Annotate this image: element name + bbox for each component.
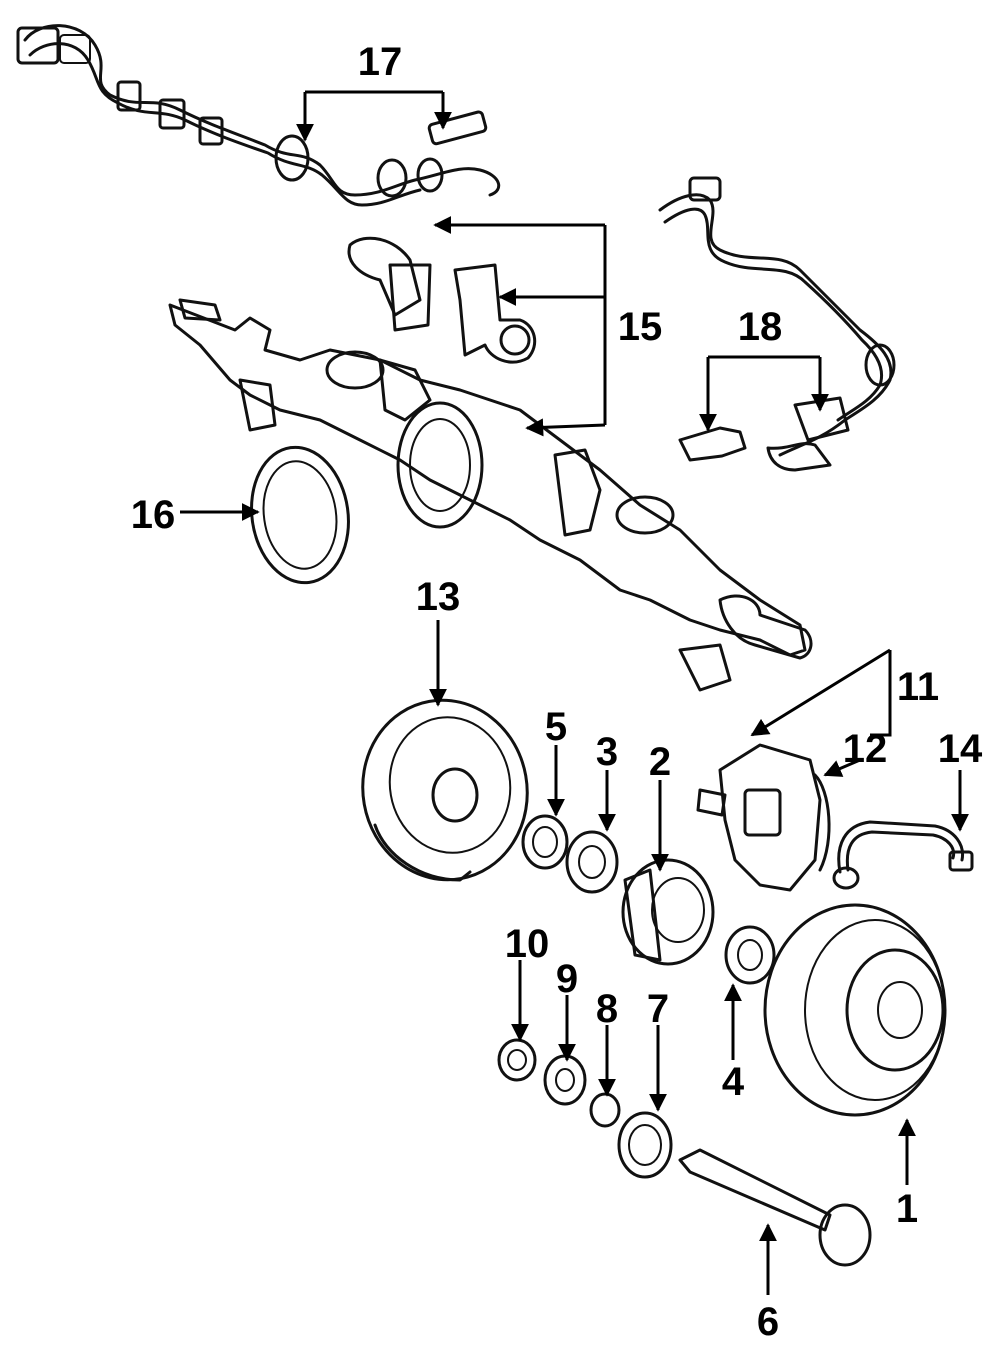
callout-3: 3 (596, 730, 618, 774)
callout-7: 7 (647, 987, 669, 1031)
callout-10: 10 (505, 922, 550, 966)
part-11-12-caliper (696, 743, 831, 892)
part-4-bearing (724, 925, 776, 985)
callout-8: 8 (596, 987, 618, 1031)
callout-1: 1 (896, 1187, 918, 1231)
part-2-hub (621, 858, 715, 966)
callout-12: 12 (843, 727, 888, 771)
part-14-brake-hose (832, 820, 974, 890)
part-16-gasket (250, 445, 350, 585)
callout-9: 9 (556, 957, 578, 1001)
part-8-washer (589, 1092, 621, 1128)
part-3-bearing (565, 830, 619, 894)
axle-housing (168, 298, 813, 692)
part-6-axle-shaft (678, 1148, 872, 1267)
part-1-rotor (763, 903, 947, 1117)
callout-16: 16 (131, 493, 176, 537)
callout-13: 13 (416, 575, 461, 619)
part-9-nut (543, 1054, 587, 1106)
callout-6: 6 (757, 1300, 779, 1344)
callout-17: 17 (358, 40, 403, 84)
part-10-seal (497, 1038, 537, 1082)
part-7-gasket (617, 1111, 673, 1179)
callout-5: 5 (545, 705, 567, 749)
callout-18: 18 (738, 305, 783, 349)
part-15-breather-parts (347, 236, 537, 364)
callout-2: 2 (649, 740, 671, 784)
callout-labels: 17 15 18 16 13 11 12 14 5 3 2 10 9 8 7 4… (131, 40, 983, 1344)
callout-14: 14 (938, 727, 983, 771)
callout-11: 11 (897, 665, 939, 709)
callout-4: 4 (722, 1060, 745, 1104)
part-5-bearing (521, 814, 569, 870)
part-13-backing-plate (361, 698, 529, 882)
callout-15: 15 (618, 305, 663, 349)
part-17-abs-harness (16, 24, 501, 207)
leader-lines (180, 90, 969, 1295)
